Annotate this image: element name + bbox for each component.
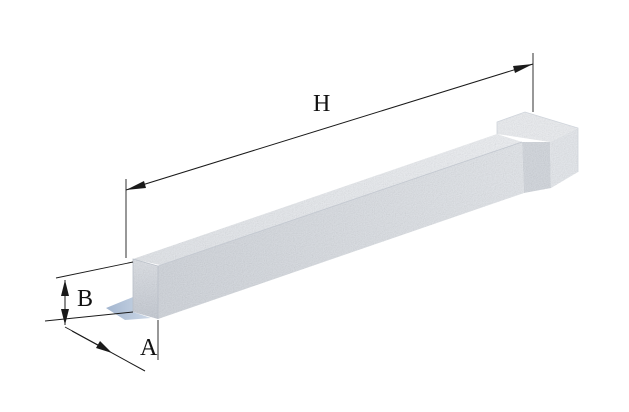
beam-top-edge [157, 141, 523, 267]
beam-edges [132, 258, 159, 319]
beam-head-front [522, 142, 551, 193]
beam-front-face [158, 142, 524, 319]
beam-head-side [550, 128, 578, 188]
h-arrow-left [126, 181, 146, 190]
b-extension-top [55, 261, 134, 279]
beam-top-face [133, 134, 522, 269]
h-dimension-label: H [313, 91, 330, 117]
b-dimension-label: B [77, 286, 93, 312]
beam-shadow [106, 297, 151, 320]
a-dimension-label: A [140, 335, 158, 361]
beam-end-face [133, 259, 158, 319]
beam-head-edge [496, 111, 579, 172]
a-arrow [96, 341, 112, 353]
h-dimension-line [125, 63, 534, 191]
b-arrow-bottom [61, 309, 69, 325]
h-arrow-right [513, 64, 533, 73]
b-extension-bottom [44, 311, 134, 322]
beam-head-top [497, 112, 578, 142]
b-arrow-top [61, 280, 69, 296]
